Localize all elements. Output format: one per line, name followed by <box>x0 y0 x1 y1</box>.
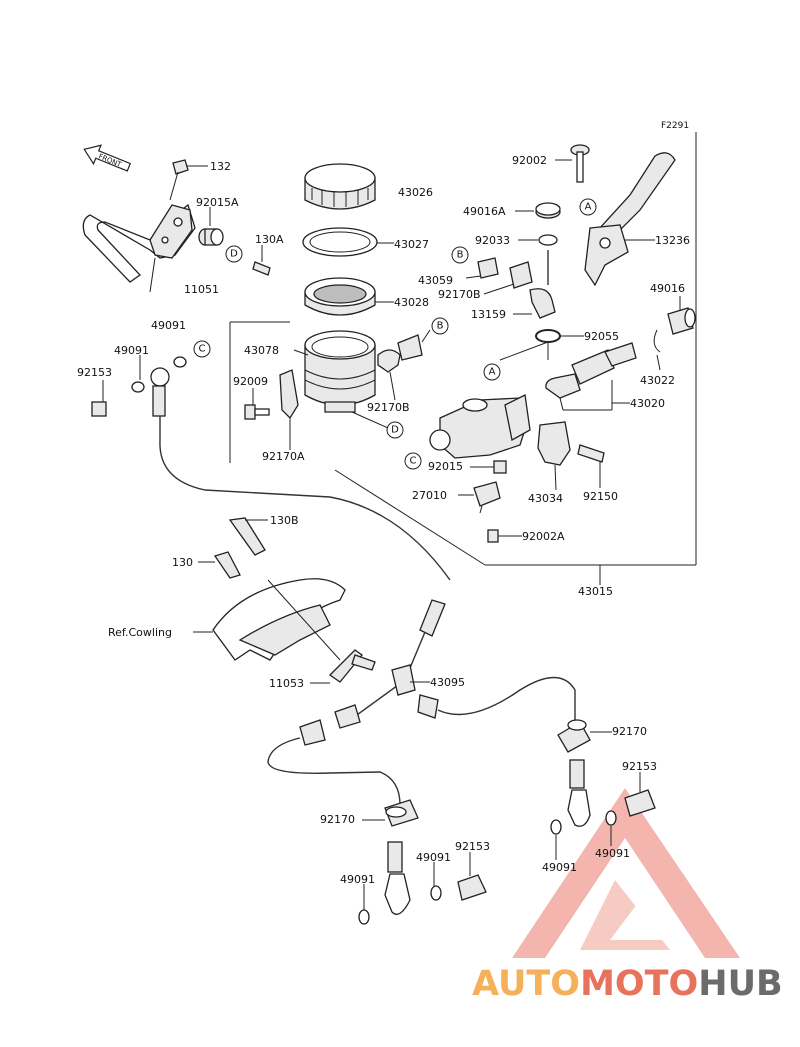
label-43020: 43020 <box>630 397 665 410</box>
bracket-11051 <box>82 159 208 293</box>
label-49016: 49016 <box>650 282 685 295</box>
label-92170A: 92170A <box>262 450 305 463</box>
banjo-right-lower <box>550 719 656 860</box>
diaphragm-43028 <box>304 277 394 316</box>
label-43026: 43026 <box>398 186 433 199</box>
label-49091-c: 49091 <box>340 873 375 886</box>
figure-code: F2291 <box>661 121 689 131</box>
label-92153-c: 92153 <box>455 840 490 853</box>
piston-43020 <box>545 342 637 411</box>
clamp-92170B <box>377 329 431 401</box>
watermark-logo: AUTOMOTOHUB <box>472 788 783 1004</box>
label-130A: 130A <box>255 233 284 246</box>
label-43059: 43059 <box>418 274 453 287</box>
watermark-hub: HUB <box>698 964 782 1004</box>
label-43034: 43034 <box>528 492 563 505</box>
label-92150: 92150 <box>583 490 618 503</box>
label-43095: 43095 <box>430 676 465 689</box>
lever-13236 <box>584 152 676 287</box>
label-49091-b: 49091 <box>114 344 149 357</box>
label-43028: 43028 <box>394 296 429 309</box>
label-ref-cowling: Ref.Cowling <box>108 626 172 639</box>
label-132: 132 <box>210 160 231 173</box>
ref-D-text-2: D <box>391 425 399 436</box>
ref-C-text: C <box>199 344 206 355</box>
label-92153-a: 92153 <box>77 366 112 379</box>
ref-circle-D-1: D <box>225 245 243 263</box>
label-49091-e: 49091 <box>542 861 577 874</box>
oring-92055 <box>535 329 584 343</box>
label-13159: 13159 <box>471 308 506 321</box>
label-27010: 27010 <box>412 489 447 502</box>
banjo-left-lower <box>358 799 487 925</box>
grommet-49016A <box>515 202 561 219</box>
label-92170B-1: 92170B <box>438 288 481 301</box>
hose-43059: B <box>451 246 556 319</box>
label-49091-a: 49091 <box>151 319 186 332</box>
ref-A-text: A <box>585 202 592 213</box>
label-92055: 92055 <box>584 330 619 343</box>
bolt-92009 <box>244 388 270 420</box>
bracket-92170A <box>279 369 299 450</box>
reservoir-43078 <box>293 330 376 413</box>
master-cylinder-43015: A <box>429 341 549 459</box>
ref-circle-B-1: B <box>431 317 449 335</box>
label-43022: 43022 <box>640 374 675 387</box>
bracket-11053 <box>267 579 376 684</box>
watermark-moto: MOTO <box>580 964 698 1004</box>
label-92033: 92033 <box>475 234 510 247</box>
ref-circle-C-2: C <box>404 452 422 470</box>
label-92015: 92015 <box>428 460 463 473</box>
label-11051: 11051 <box>184 283 219 296</box>
label-43015: 43015 <box>578 585 613 598</box>
svg-text:AUTOMOTOHUB: AUTOMOTOHUB <box>472 964 783 1004</box>
label-92170-b: 92170 <box>320 813 355 826</box>
label-49091-d: 49091 <box>416 851 451 864</box>
ref-D-text: D <box>230 249 238 260</box>
switch-27010 <box>458 481 501 514</box>
bolts-130 <box>198 517 268 579</box>
label-92153-b: 92153 <box>622 760 657 773</box>
ref-B-text: B <box>437 321 444 332</box>
front-arrow-icon: FRONT <box>83 144 132 172</box>
cowling <box>193 578 346 661</box>
pivot-bolt-92002: A <box>555 144 597 216</box>
label-92170B-2: 92170B <box>367 401 410 414</box>
ring-43022 <box>653 329 661 371</box>
label-130: 130 <box>172 556 193 569</box>
label-13236: 13236 <box>655 234 690 247</box>
banjo-left-upper: C <box>91 340 451 581</box>
frame-lines <box>229 132 697 585</box>
label-92009: 92009 <box>233 375 268 388</box>
plate-43027 <box>302 227 394 257</box>
label-92002: 92002 <box>512 154 547 167</box>
hose-43095 <box>267 599 576 806</box>
ref-B-text-2: B <box>457 250 464 261</box>
ref-circle-D-2: D <box>351 411 404 439</box>
boot-49016 <box>667 296 696 335</box>
watermark-auto: AUTO <box>472 964 580 1004</box>
bolt-130A <box>252 245 271 276</box>
label-43078: 43078 <box>244 344 279 357</box>
collar-92015A <box>198 207 224 246</box>
ref-A-text-2: A <box>489 367 496 378</box>
ref-C-text-2: C <box>410 456 417 467</box>
label-49091-f: 49091 <box>595 847 630 860</box>
label-49016A: 49016A <box>463 205 506 218</box>
label-92015A: 92015A <box>196 196 239 209</box>
bolt-92150 <box>577 444 605 488</box>
label-92170-a: 92170 <box>612 725 647 738</box>
label-43027: 43027 <box>394 238 429 251</box>
bleeder-92015 <box>470 460 507 474</box>
reservoir-cap-43026 <box>304 163 376 210</box>
label-11053: 11053 <box>269 677 304 690</box>
label-92002A: 92002A <box>522 530 565 543</box>
label-130B: 130B <box>270 514 299 527</box>
screw-92002A <box>487 529 522 543</box>
clamp-43034 <box>537 421 571 491</box>
clip-92033 <box>518 234 558 246</box>
